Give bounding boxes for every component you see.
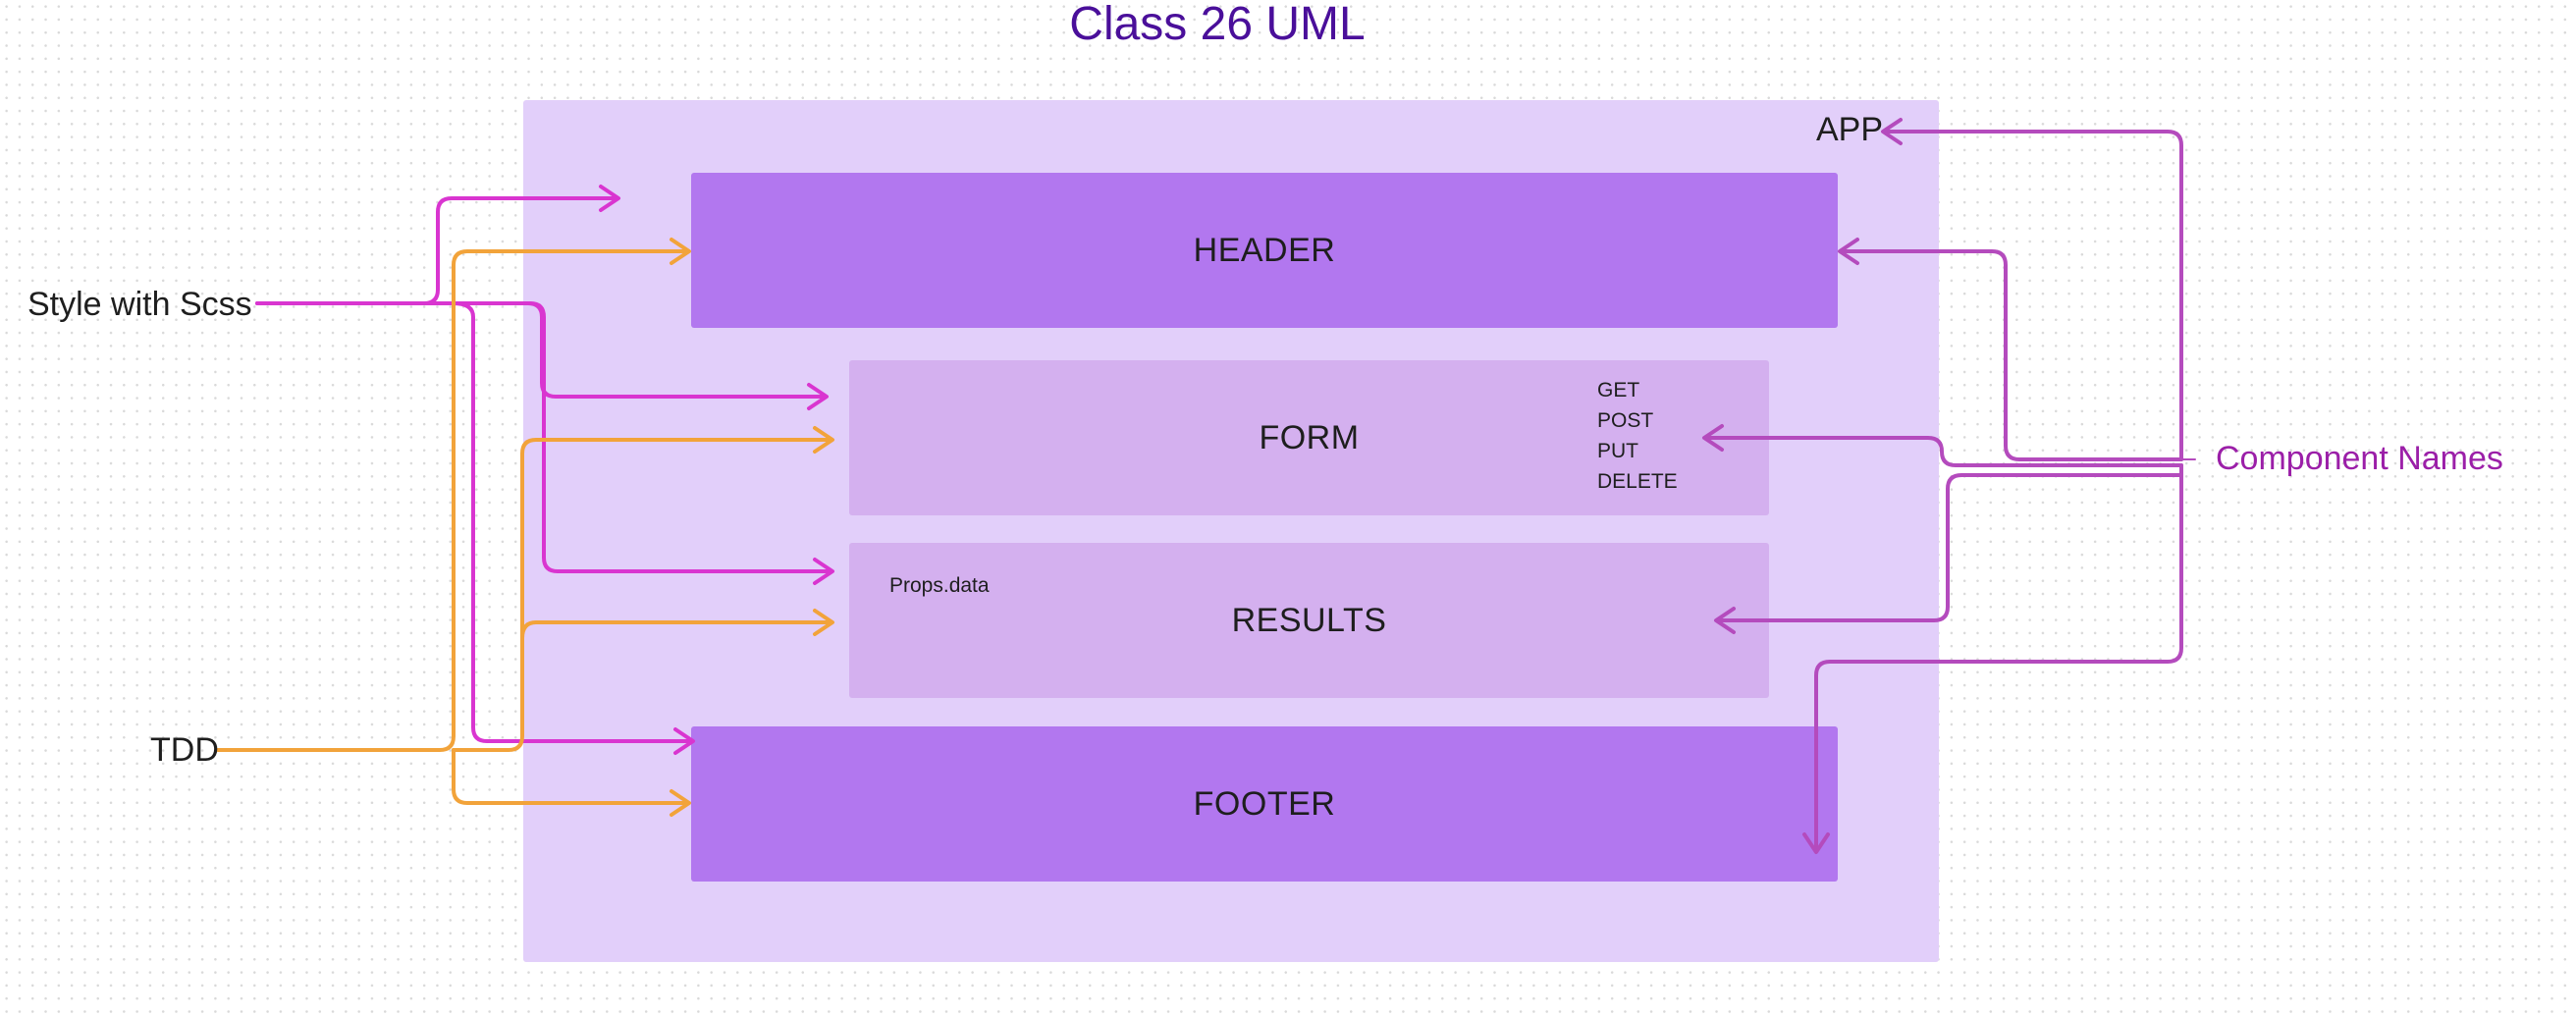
arrowhead-tdd-footer <box>670 789 691 817</box>
style-connectors <box>255 185 834 755</box>
style-arrow-to-footer[interactable] <box>452 301 693 743</box>
results-component[interactable]: RESULTS <box>849 543 1769 698</box>
app-label: APP <box>1816 111 1884 148</box>
form-label: FORM <box>1259 418 1360 456</box>
header-label: HEADER <box>1193 231 1336 269</box>
arrowhead-style-app <box>599 185 620 212</box>
method-post: POST <box>1597 409 1654 432</box>
component-name-connectors <box>1702 118 2196 854</box>
arrowhead-style-results <box>813 558 834 585</box>
diagram-title: Class 26 UML <box>1069 0 1366 50</box>
component-arrow-to-results[interactable] <box>1716 473 2183 622</box>
component-names-label: Component Names <box>2216 440 2503 477</box>
arrowhead-tdd-header <box>670 238 691 265</box>
arrowhead-component-footer <box>1802 832 1830 854</box>
method-delete: DELETE <box>1597 470 1678 493</box>
style-arrow-to-results[interactable] <box>528 301 832 573</box>
form-methods-list: GET POST PUT DELETE <box>1597 375 1678 497</box>
arrowhead-component-header <box>1838 238 1859 265</box>
footer-component[interactable]: FOOTER <box>691 726 1838 882</box>
arrowhead-component-results <box>1714 607 1736 634</box>
tdd-connectors <box>216 238 834 817</box>
tdd-label: TDD <box>150 731 219 769</box>
footer-label: FOOTER <box>1193 784 1336 823</box>
component-arrow-to-header[interactable] <box>1840 249 2183 461</box>
arrowhead-tdd-results <box>813 609 834 636</box>
arrowhead-style-form <box>807 383 829 410</box>
component-arrow-to-footer[interactable] <box>1814 463 2183 852</box>
arrowhead-style-footer <box>673 727 695 755</box>
component-arrow-to-form[interactable] <box>1704 436 2183 467</box>
results-label: RESULTS <box>1231 601 1387 639</box>
style-with-scss-label: Style with Scss <box>27 286 252 323</box>
method-get: GET <box>1597 379 1640 401</box>
arrowhead-tdd-form <box>813 426 834 454</box>
arrowhead-component-form <box>1702 424 1724 452</box>
tdd-arrow-to-footer[interactable] <box>452 748 689 805</box>
header-component[interactable]: HEADER <box>691 173 1838 328</box>
component-arrow-to-app[interactable] <box>1883 130 2183 461</box>
arrowhead-component-app <box>1881 118 1903 145</box>
method-put: PUT <box>1597 440 1638 462</box>
form-component[interactable]: FORM <box>849 360 1769 515</box>
tdd-arrow-to-form[interactable] <box>452 438 832 752</box>
tdd-arrow-to-results[interactable] <box>520 620 832 640</box>
props-data-note: Props.data <box>889 574 990 597</box>
tdd-arrow-to-header[interactable] <box>216 249 689 752</box>
style-arrow-to-form[interactable] <box>255 301 827 399</box>
